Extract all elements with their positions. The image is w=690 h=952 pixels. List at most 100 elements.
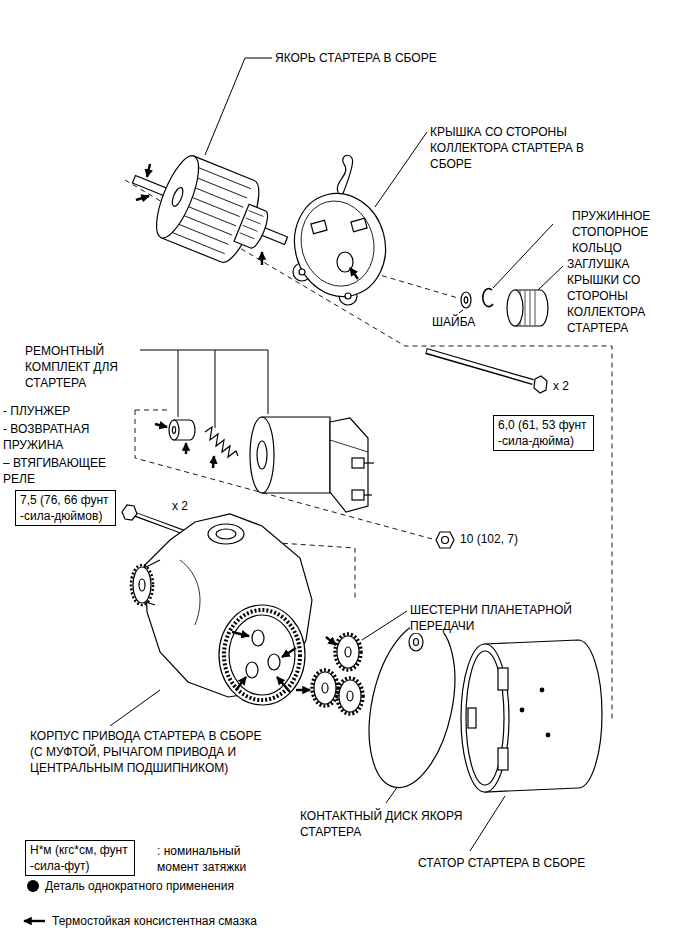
quantity-label: x 2 [553,379,569,393]
armature-part-part [186,195,240,217]
armature-part-part [182,204,236,226]
drive-housing-part [208,524,244,544]
plunger-part [172,427,175,434]
armature-part-part [171,232,225,254]
part-label-holder: ЯКОРЬ СТАРТЕРА В СБОРЕ [275,50,495,66]
part-label-holder: ЗАГЛУШКА КРЫШКИ СО СТОРОНЫ КОЛЛЕКТОРА СТ… [567,256,685,336]
torque-value: 10 (102, 7) [460,532,518,546]
grease-arrow-part [147,164,150,177]
grease-arrow-part [296,689,310,691]
stator [461,640,602,792]
grease-arrow-part [261,252,263,265]
grease-arrow-part [350,268,358,279]
grease-arrow-part [236,677,246,690]
grease-arrow-part [282,648,296,657]
armature-part [170,186,185,208]
through-bolt-part [534,376,547,393]
drive-housing-part [216,529,236,539]
box-text: Н*м (кгс*см, фунт -сила-фут) [30,842,130,874]
armature-part-part [193,176,247,198]
part-label-holder: ШЕСТЕРНИ ПЛАНЕТАРНОЙ ПЕРЕДАЧИ [410,602,590,634]
stator-part [520,708,524,712]
drive-housing-part [268,654,280,670]
assembly-line-part [135,410,170,411]
drive-housing-part [131,565,153,605]
part-label-holder: КРЫШКА СО СТОРОНЫ КОЛЛЕКТОРА СТАРТЕРА В … [430,124,610,172]
drive-housing-part [252,630,264,646]
leader-line-part [493,224,553,288]
stator-part [498,668,508,690]
legend-symbol-part [27,880,39,892]
snap-ring [483,289,493,307]
solenoid-part [364,462,374,463]
through-bolt-part [426,351,533,382]
drive-housing-part [246,662,258,678]
solenoid-part [330,418,368,512]
legend-text: Деталь однократного применения [45,879,234,893]
grease-arrow-part [155,424,167,427]
end-cover-plug-part [507,290,523,326]
drive-housing-part [139,579,145,591]
planetary-gear-part [345,647,351,657]
kit-item-label-holder: – ВТЯГИВАЮЩЕЕ РЕЛЕ [3,455,121,487]
commutator-end-cover [283,155,397,307]
washer [461,292,471,308]
planetary-gear-part [337,678,363,714]
quantity-label-holder: x 2 [553,378,587,394]
grease-arrow-part [277,677,290,692]
kit-item-label: – ВТЯГИВАЮЩЕЕ РЕЛЕ [3,456,106,486]
through-bolt-part [427,351,533,382]
legend-symbol [24,880,45,921]
armature-plate-part [414,639,419,646]
part-label-holder: КОНТАКТНЫЙ ДИСК ЯКОРЯ СТАРТЕРА [300,808,490,840]
part-label: ПРУЖИННОЕ СТОПОРНОЕ КОЛЬЦО [572,209,650,255]
planetary-gear-part [314,672,336,704]
terminal-nut [436,532,454,548]
part-label: ШЕСТЕРНИ ПЛАНЕТАРНОЙ ПЕРЕДАЧИ [410,603,572,633]
kit-item-label: - ВОЗВРАТНАЯ ПРУЖИНА [3,422,89,452]
torque-value-holder: 10 (102, 7) [460,531,560,547]
leader-line-part [362,611,407,640]
armature-plate-part [355,615,468,796]
leader-line-part [386,786,398,803]
armature-part [240,211,264,239]
leader-line-part [110,690,160,726]
stator-part [540,688,544,692]
leader-line-part [215,350,216,428]
washer-part [464,297,468,303]
part-label-holder: ПРУЖИННОЕ СТОПОРНОЕ КОЛЬЦО [572,208,684,256]
part-label: КРЫШКА СО СТОРОНЫ КОЛЛЕКТОРА СТАРТЕРА В … [430,125,584,171]
armature-part-part [178,213,232,235]
armature-part-part [246,218,261,224]
armature-part [234,204,271,250]
planetary-gear-part [335,634,361,670]
assembly-line [125,180,612,722]
armature-part-part [249,211,264,217]
legend-symbol-part [24,920,45,922]
kit-item-label-holder: - ВОЗВРАТНАЯ ПРУЖИНА [3,421,108,453]
torque-box: 6,0 (61, 53 фунт -сила-дюйма) [493,415,594,451]
grease-arrow-part [213,456,214,468]
planetary-gear-part [322,683,328,693]
leader-line-part [205,58,272,155]
through-bolt [426,351,547,393]
armature-part-part [190,186,244,208]
end-cover-plug-part-part [535,291,536,325]
leader-line-part [375,132,427,207]
armature-part-part [197,167,251,189]
drive-housing-part [133,567,151,603]
part-label: ЗАГЛУШКА КРЫШКИ СО СТОРОНЫ КОЛЛЕКТОРА СТ… [567,257,645,335]
leader-line-part [470,796,505,851]
grease-arrow-part [185,443,187,454]
drive-housing [131,514,312,705]
solenoid-part [330,440,368,452]
legend-sample-box: Н*м (кгс*см, фунт -сила-фут) [25,840,135,876]
legend-text: Термостойкая консистентная смазка [52,914,257,928]
legend-item: Деталь однократного применения [45,878,365,894]
commutator-end-cover-part [292,193,384,295]
legend-item: : номинальный момент затяжки [157,843,257,875]
armature-part [148,151,207,243]
solenoid-part [364,494,372,495]
solenoid-part [257,441,267,469]
grease-arrow-part [232,632,249,636]
